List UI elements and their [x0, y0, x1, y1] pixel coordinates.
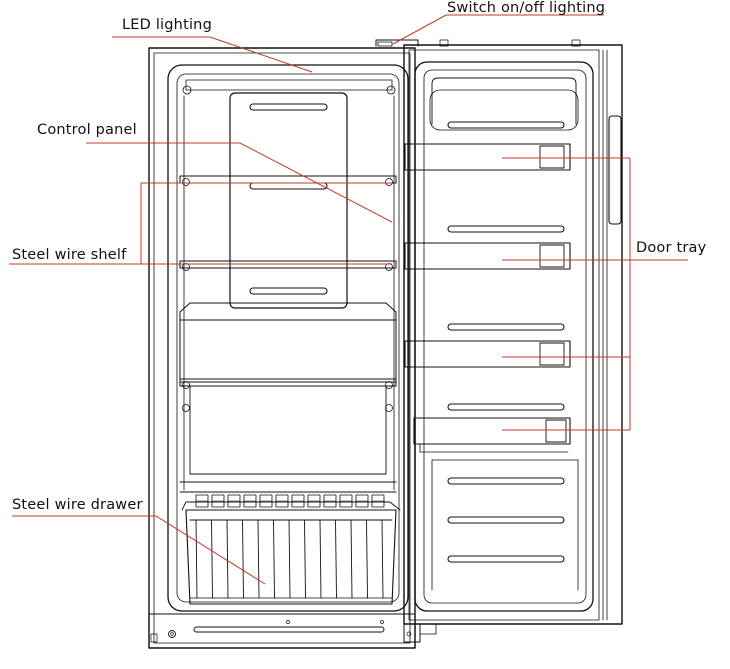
leader-lines: [9, 14, 688, 585]
leader-steel-wire-drawer: [12, 515, 266, 585]
leader-control-panel: [86, 142, 393, 223]
drawer-wire: [257, 519, 260, 599]
door: [375, 39, 623, 643]
leader-led-lighting: [112, 36, 313, 73]
labels: LED lighting Switch on/off lighting Cont…: [12, 0, 707, 513]
cabinet-body: [148, 47, 416, 649]
wire-shelves: [179, 175, 397, 271]
drawer-wire: [226, 519, 229, 599]
vent-grille: [195, 494, 385, 508]
label-steel-wire-shelf: Steel wire shelf: [12, 247, 127, 263]
drawer-wire: [381, 519, 384, 599]
label-switch-lighting: Switch on/off lighting: [447, 0, 605, 16]
drawer-wire: [366, 519, 368, 599]
label-steel-wire-drawer: Steel wire drawer: [12, 497, 143, 513]
drawer-wire: [288, 519, 291, 599]
drawer-wire: [350, 519, 353, 599]
door-trays: [404, 143, 571, 453]
drawer-wire: [242, 519, 244, 599]
base-plinth: [148, 613, 416, 649]
control-panel-module: [229, 92, 348, 309]
drawer-wire: [335, 519, 337, 599]
drawer-wire: [211, 519, 213, 599]
label-door-tray: Door tray: [636, 240, 707, 256]
leader-switch-lighting: [392, 14, 604, 45]
door-slots: [431, 121, 579, 591]
lower-compartment: [179, 302, 397, 493]
label-led-lighting: LED lighting: [122, 17, 212, 33]
label-control-panel: Control panel: [37, 122, 137, 138]
drawer-wire: [273, 519, 275, 599]
wire-drawer: [181, 501, 401, 605]
drawer-wire: [319, 519, 322, 599]
drawer-wire: [195, 519, 198, 599]
drawer-wire: [304, 519, 306, 599]
